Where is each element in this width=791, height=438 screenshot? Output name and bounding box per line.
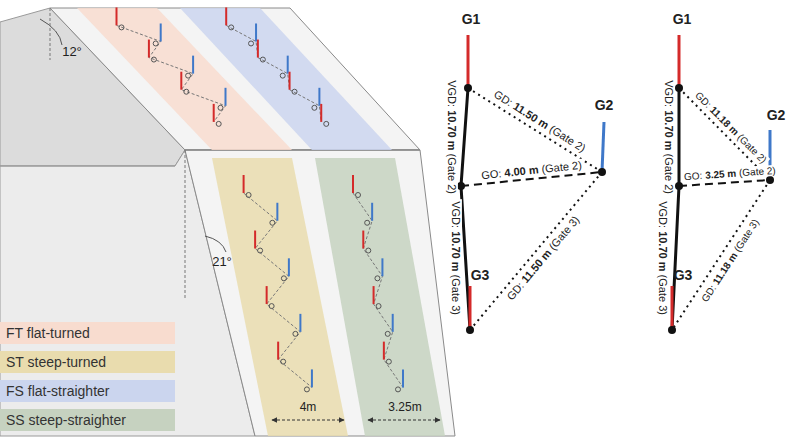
- distance-label: GD: 11.50 m (Gate 3): [503, 212, 583, 304]
- gate-pole: [225, 88, 227, 106]
- gate-path: [117, 25, 226, 121]
- distance-label: VGD: 10.70 m (Gate 2): [446, 78, 458, 196]
- gate-pole: [373, 286, 375, 304]
- legend-swatch: SS steep-straighter: [0, 409, 175, 431]
- gate-pole: [299, 314, 301, 332]
- gate-pole: [402, 369, 404, 387]
- gate-pole: [320, 104, 322, 122]
- gate-marker: [366, 248, 371, 253]
- gate-marker: [216, 121, 221, 126]
- gate-marker: [258, 248, 263, 253]
- gate-marker: [260, 57, 265, 62]
- gate-marker: [356, 193, 361, 198]
- gate-marker: [153, 41, 158, 46]
- gate-pole: [255, 23, 257, 41]
- gate-pole: [383, 342, 385, 360]
- gate-label: G3: [471, 268, 490, 283]
- gate-marker: [280, 73, 285, 78]
- legend-text: ST steep-turned: [0, 351, 175, 373]
- gate-marker: [304, 387, 309, 392]
- gate-marker: [269, 304, 274, 309]
- gate-pole: [318, 88, 320, 106]
- gate-pole: [243, 175, 245, 193]
- gate-pole: [266, 286, 268, 304]
- legend-swatch: FS flat-straighter: [0, 380, 175, 402]
- gate-marker: [324, 121, 329, 126]
- gate-marker: [396, 387, 401, 392]
- angle-label: 21°: [212, 255, 232, 269]
- gate-label: G2: [595, 98, 614, 113]
- gate-pole: [289, 72, 291, 90]
- gate-pole: [287, 56, 289, 74]
- distance-label: GD: 11.18 m (Gate 3): [698, 215, 762, 305]
- gate-label: G1: [673, 12, 692, 27]
- gate-marker: [184, 89, 189, 94]
- gate-marker: [218, 105, 223, 110]
- gate-marker: [229, 25, 234, 30]
- gate-marker: [270, 220, 275, 225]
- gate-pole: [180, 72, 182, 90]
- gate-label: G1: [462, 12, 481, 27]
- dimension-label: 3.25m: [388, 401, 421, 414]
- angle-label: 12°: [62, 45, 82, 59]
- gate-pole: [352, 175, 354, 193]
- gate-marker: [151, 57, 156, 62]
- gate-marker: [292, 89, 297, 94]
- gate-path: [244, 193, 312, 387]
- gate-pole: [213, 104, 215, 122]
- gate-pole: [311, 369, 313, 387]
- gate-pole: [148, 40, 150, 58]
- gate-marker: [186, 73, 191, 78]
- legend-text: SS steep-straighter: [0, 409, 175, 431]
- distance-label: GO: 3.25 m (Gate 2): [682, 164, 778, 182]
- gate-pole: [288, 258, 290, 276]
- gate-pole: [116, 7, 118, 25]
- gate-pole: [277, 342, 279, 360]
- gate-marker: [246, 193, 251, 198]
- gate-marker: [375, 276, 380, 281]
- gate-marker: [281, 359, 286, 364]
- gate-label: G2: [767, 108, 786, 123]
- gate-marker: [376, 304, 381, 309]
- gate-marker: [249, 41, 254, 46]
- gate-marker: [281, 276, 286, 281]
- gate-pole: [276, 203, 278, 221]
- legend-swatch: ST steep-turned: [0, 351, 175, 373]
- gate-pole: [225, 7, 227, 25]
- dimension-label: 4m: [300, 401, 317, 414]
- gate-marker: [385, 331, 390, 336]
- distance-label: GD: 11.18 m (Gate 2): [692, 88, 771, 167]
- gate-pole: [254, 231, 256, 249]
- gate-pole: [160, 23, 162, 41]
- legend-text: FS flat-straighter: [0, 380, 175, 402]
- gate-pole: [392, 314, 394, 332]
- distance-label: VGD: 10.70 m (Gate 2): [663, 78, 675, 196]
- gate-pole: [257, 40, 259, 58]
- gate-marker: [293, 331, 298, 336]
- gate-pole: [381, 258, 383, 276]
- gate-pole: [362, 231, 364, 249]
- gate-marker: [386, 359, 391, 364]
- gate-path: [353, 193, 403, 387]
- gate-pole: [371, 203, 373, 221]
- gate-marker: [312, 105, 317, 110]
- gate-marker: [365, 220, 370, 225]
- distance-label: GD: 11.50 m (Gate 2): [490, 87, 590, 155]
- gate-label: G3: [674, 268, 693, 283]
- distance-label: VGD: 10.70 m (Gate 3): [657, 199, 669, 317]
- distance-label: VGD: 10.70 m (Gate 3): [450, 199, 462, 317]
- legend-text: FT flat-turned: [0, 322, 175, 344]
- gate-marker: [119, 25, 124, 30]
- gate-pole: [192, 56, 194, 74]
- gate-path: [226, 25, 321, 121]
- legend-swatch: FT flat-turned: [0, 322, 175, 344]
